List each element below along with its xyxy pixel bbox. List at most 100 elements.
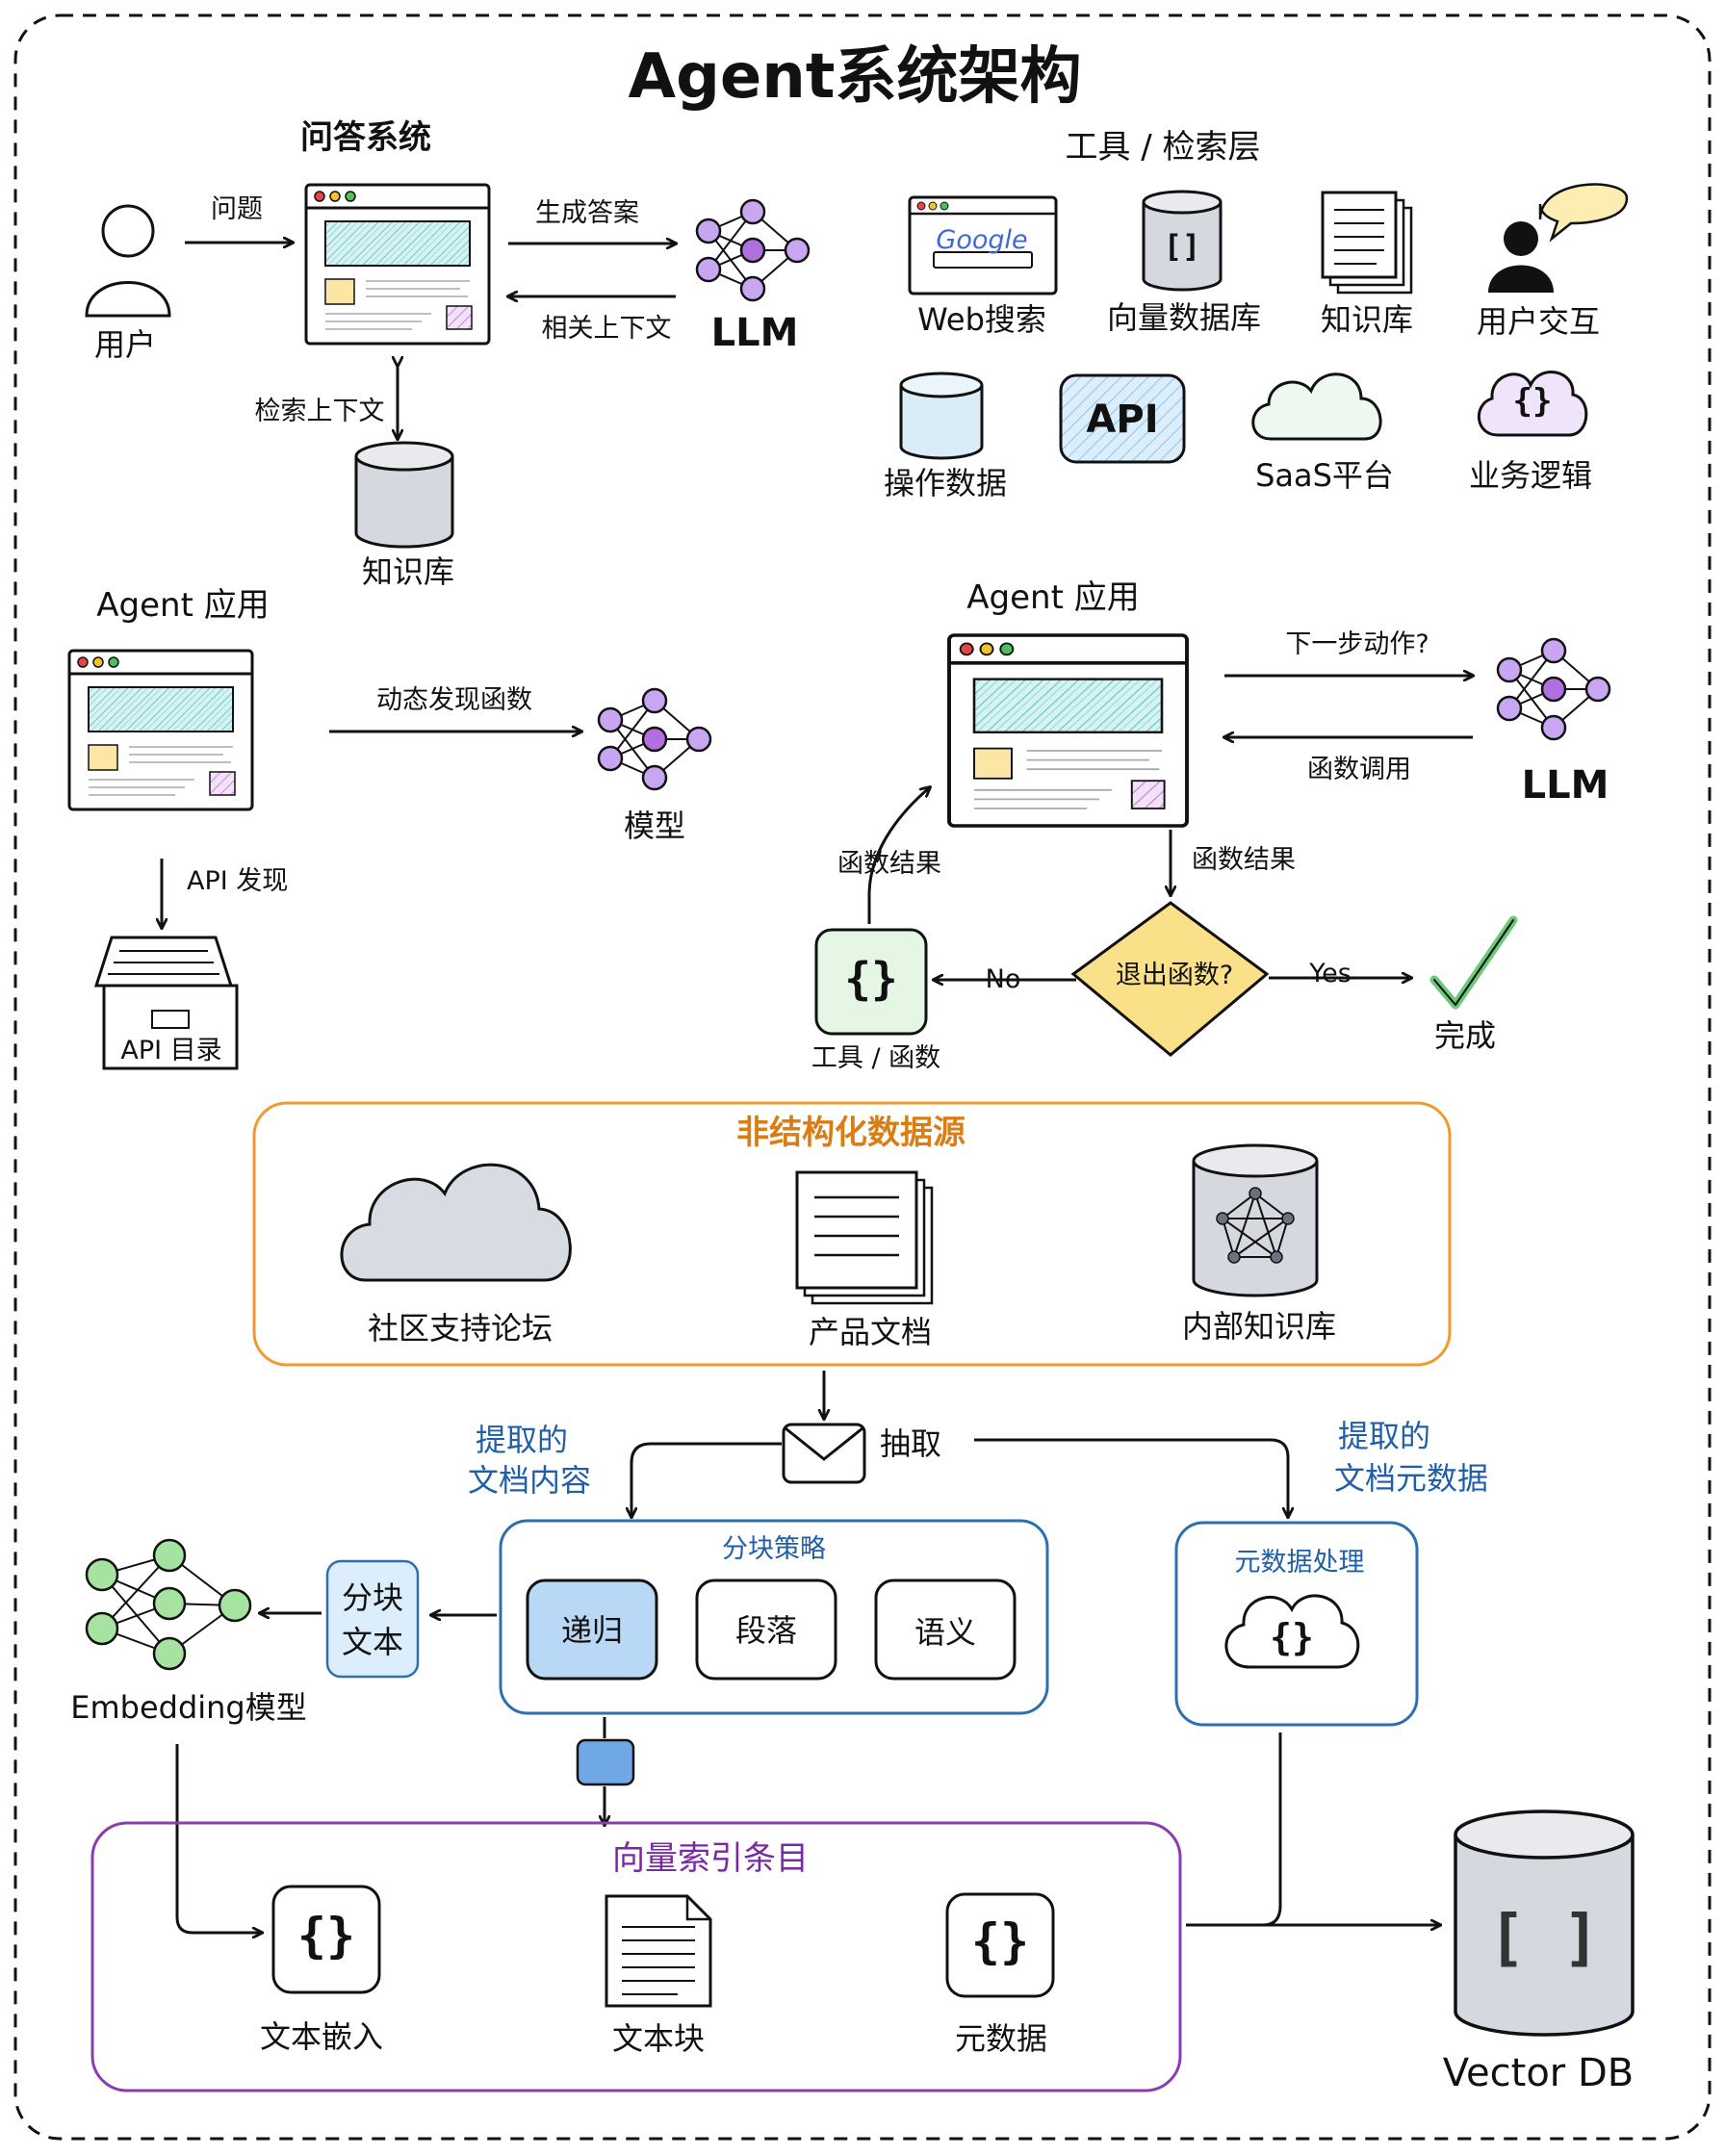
next-action-label: 下一步动作? (1285, 629, 1429, 659)
api-discover-label: API 发现 (187, 866, 289, 896)
embedding-model-label: Embedding模型 (70, 1689, 307, 1726)
done-label: 完成 (1433, 1017, 1497, 1054)
text-embedding-glyph: {} (296, 1908, 356, 1964)
text-embedding-box-icon (271, 1885, 381, 1994)
tool-saas: SaaS平台 (1255, 457, 1394, 494)
api-box-icon (1059, 373, 1186, 464)
vector-index-panel (90, 1821, 1182, 2092)
embedding-neural-icon (85, 1538, 252, 1671)
function-call-label: 函数调用 (1307, 755, 1411, 784)
chunk-text-box (325, 1559, 420, 1679)
strategy-paragraph: 段落 (734, 1612, 798, 1649)
arrow-doc-content (631, 1442, 782, 1517)
metadata-braces-cloud-icon (1224, 1594, 1360, 1669)
api-catalog-label: API 目录 (120, 1036, 222, 1065)
kb-cylinder-icon (354, 441, 454, 549)
data-sources-title: 非结构化数据源 (736, 1114, 965, 1152)
qa-title: 问答系统 (300, 118, 431, 157)
tool-operational-data: 操作数据 (883, 465, 1008, 501)
source-internal-kb: 内部知识库 (1181, 1308, 1337, 1345)
done-check-icon (1429, 915, 1518, 1010)
tool-user-interaction: 用户交互 (1476, 303, 1601, 340)
internal-kb-icon (1192, 1143, 1319, 1297)
index-metadata: 元数据 (954, 2020, 1048, 2057)
tool-business-logic: 业务逻辑 (1468, 457, 1593, 494)
tools-functions-glyph: {} (844, 953, 898, 1005)
arrow-embedding-to-index (175, 1744, 262, 1933)
api-catalog-icon (93, 936, 239, 1070)
text-chunk-doc-icon (605, 1894, 712, 2008)
agent-left-browser-icon (67, 649, 254, 811)
strategy-recursive: 递归 (560, 1612, 624, 1649)
tools-functions-box-icon (814, 928, 928, 1036)
llm-right-neural-icon (1496, 637, 1611, 741)
data-sources-panel (252, 1101, 1452, 1367)
qa-kb-label: 知识库 (361, 553, 455, 590)
documents-stack-icon (1321, 191, 1413, 295)
tools-title: 工具 / 检索层 (1065, 128, 1261, 167)
tools-functions-label: 工具 / 函数 (811, 1043, 941, 1073)
google-window-icon (908, 195, 1058, 295)
strategy-paragraph-box (695, 1578, 837, 1681)
extract-label: 抽取 (880, 1425, 942, 1462)
agent-right-browser-icon (947, 633, 1189, 828)
generate-answer-label: 生成答案 (535, 198, 639, 228)
index-text-embedding: 文本嵌入 (259, 2018, 384, 2055)
agent-left-title: Agent 应用 (96, 586, 270, 625)
llm-right-label: LLM (1521, 763, 1609, 808)
related-context-label: 相关上下文 (541, 314, 672, 344)
user-label: 用户 (93, 326, 157, 363)
model-neural-icon (597, 687, 712, 791)
no-label: No (985, 964, 1021, 994)
doc-content-label-1: 提取的 (475, 1422, 569, 1458)
operational-data-icon (899, 372, 984, 460)
vector-db-glyph: [ ] (1488, 1903, 1600, 1974)
exit-question-label: 退出函数? (1115, 961, 1234, 990)
strategy-semantic: 语义 (914, 1614, 977, 1651)
vector-index-title: 向量索引条目 (612, 1839, 809, 1878)
vector-db-cylinder-icon (1454, 1810, 1635, 2037)
chunk-block-icon (576, 1738, 635, 1786)
tool-business-logic-glyph: {} (1512, 382, 1553, 421)
yes-label: Yes (1309, 959, 1352, 988)
tool-api-box-label: API (1086, 398, 1159, 442)
vector-db-small-icon (1142, 190, 1223, 292)
discover-functions-label: 动态发现函数 (376, 685, 532, 715)
llm-label: LLM (710, 311, 799, 355)
forum-cloud-icon (340, 1163, 572, 1282)
exit-decision-diamond (1070, 901, 1270, 1057)
product-docs-icon (795, 1170, 934, 1305)
doc-content-label-2: 文档内容 (467, 1462, 592, 1499)
func-result-down-label: 函数结果 (1192, 845, 1296, 875)
model-label: 模型 (623, 808, 686, 844)
doc-meta-label-1: 提取的 (1337, 1418, 1431, 1454)
chunk-strategy-title: 分块策略 (722, 1534, 826, 1564)
doc-meta-label-2: 文档元数据 (1333, 1460, 1489, 1497)
question-label: 问题 (211, 194, 263, 224)
source-forum: 社区支持论坛 (367, 1310, 554, 1347)
chunk-text-label-2: 文本 (341, 1624, 404, 1660)
tool-web-search: Web搜索 (917, 301, 1046, 338)
outer-frame (13, 13, 1712, 2141)
metadata-processing-title: 元数据处理 (1234, 1548, 1365, 1578)
llm-neural-icon (695, 198, 811, 302)
vector-db-label: Vector DB (1442, 2051, 1635, 2095)
page-title: Agent系统架构 (628, 41, 1082, 113)
strategy-semantic-box (874, 1578, 1017, 1681)
tool-vector-db: 向量数据库 (1106, 299, 1262, 336)
business-logic-icon (1477, 371, 1588, 437)
envelope-icon (782, 1423, 866, 1484)
tool-vector-db-glyph: [] (1163, 228, 1201, 265)
saas-cloud-icon (1251, 372, 1382, 441)
tool-kb: 知识库 (1320, 301, 1414, 338)
metadata-box-glyph: {} (970, 1913, 1030, 1969)
strategy-recursive-box (526, 1578, 658, 1681)
connector-metadata-to-db (1262, 1732, 1282, 1927)
metadata-box-icon (945, 1892, 1055, 1998)
retrieve-context-label: 检索上下文 (254, 397, 385, 426)
qa-browser-icon (304, 183, 491, 346)
metadata-processing-glyph: {} (1270, 1616, 1314, 1658)
google-logo-text: Google (936, 225, 1028, 255)
user-icon (85, 204, 171, 318)
